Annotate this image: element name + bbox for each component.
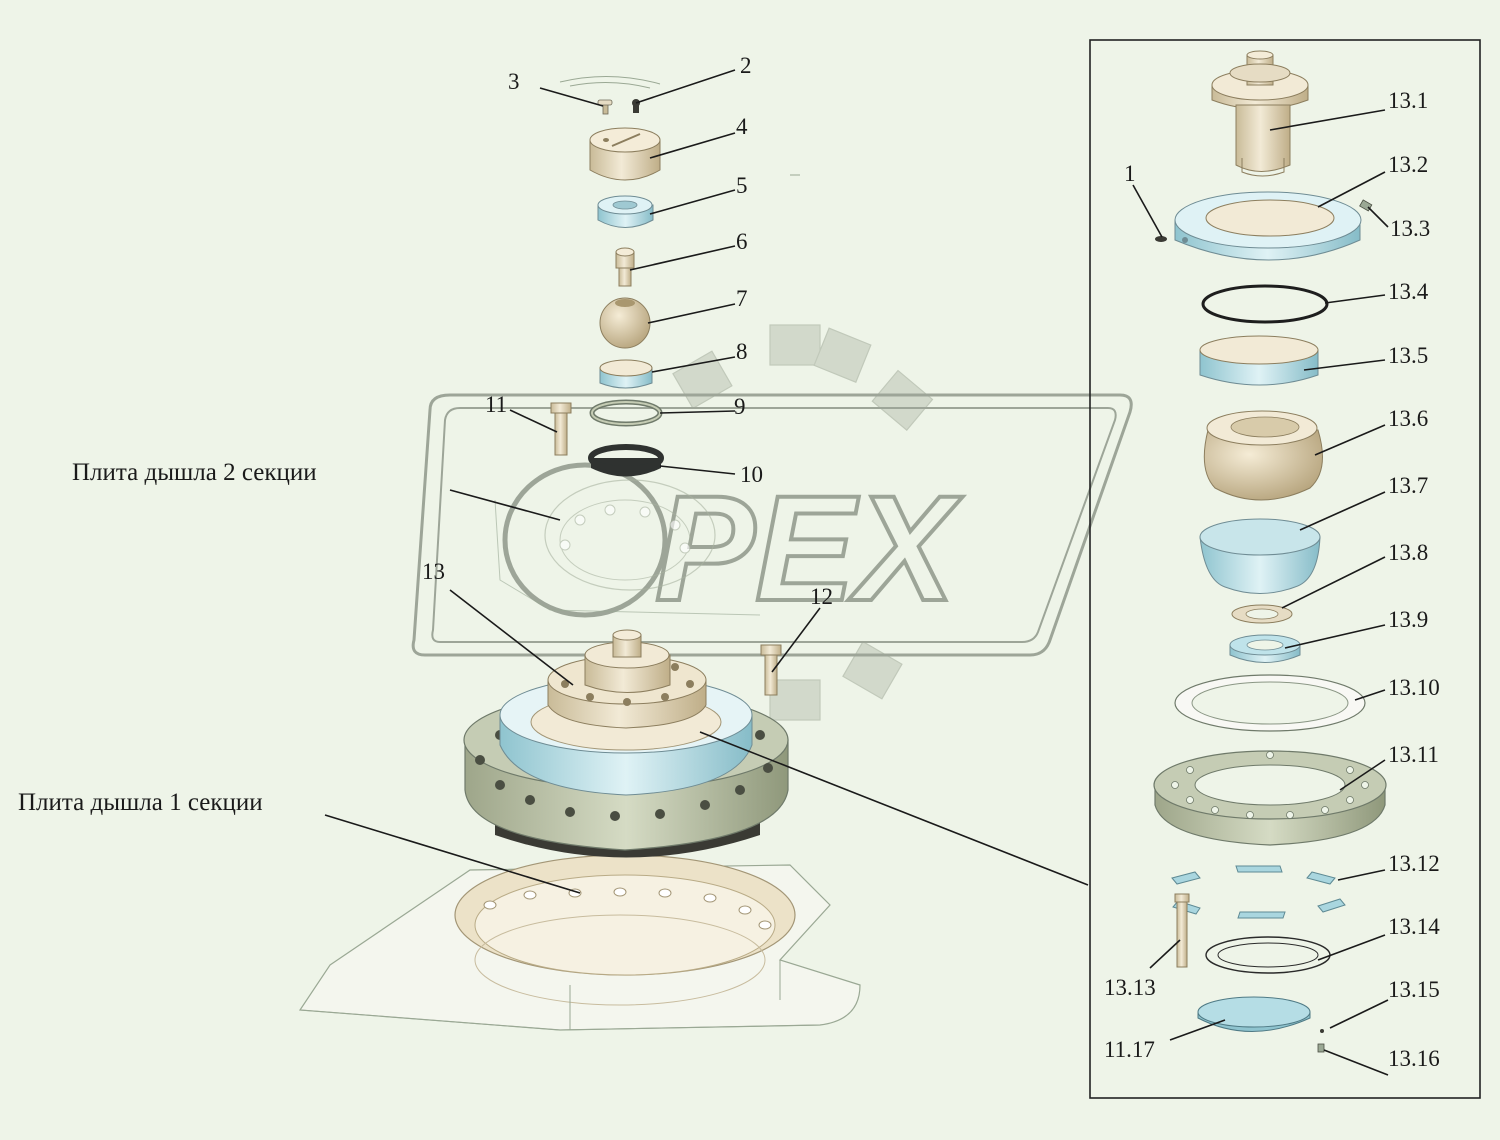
label-13-15: 13.15: [1388, 977, 1440, 1002]
label-13-13: 13.13: [1104, 975, 1156, 1000]
label-13-14: 13.14: [1388, 914, 1440, 939]
label-13-8: 13.8: [1388, 540, 1428, 565]
gear-tooth-icon: [769, 324, 821, 366]
label-11-17: 11.17: [1104, 1037, 1155, 1062]
gear-tooth-icon: [871, 369, 934, 431]
label-13-16: 13.16: [1388, 1046, 1440, 1071]
number-labels: 3 2 4 5 6 7 8 9 11 10 12 13 13.1 13.2 1 …: [422, 53, 1440, 1071]
label-6: 6: [736, 229, 748, 254]
part-13-13-bolt: [1174, 893, 1190, 968]
part-9-ring: [589, 399, 663, 427]
label-12: 12: [810, 584, 833, 609]
watermark-letter-o-icon: [502, 462, 668, 618]
label-13-6: 13.6: [1388, 406, 1428, 431]
leader-lines: [324, 69, 1389, 1076]
label-13-5: 13.5: [1388, 343, 1428, 368]
part-5-bushing: [597, 195, 654, 228]
part-13-14-gasket: [1205, 936, 1331, 974]
label-4: 4: [736, 114, 748, 139]
part-13-11-housing: [1153, 750, 1387, 846]
label-13-11: 13.11: [1388, 742, 1439, 767]
label-9: 9: [734, 394, 746, 419]
plate-section-2: [494, 479, 761, 616]
part-13-8-washer: [1231, 604, 1293, 624]
watermark-frame-outer: [411, 393, 1133, 657]
watermark-frame-inner: [431, 407, 1117, 643]
label-8: 8: [736, 339, 748, 364]
label-5: 5: [736, 173, 748, 198]
label-11: 11: [485, 392, 507, 417]
part-13-5-sleeve: [1199, 335, 1319, 386]
watermark-text: PEX: [655, 464, 963, 632]
label-13-4: 13.4: [1388, 279, 1429, 304]
gear-tooth-icon: [769, 679, 821, 721]
label-3: 3: [508, 69, 520, 94]
caption-plate-section-1: Плита дышла 1 секции: [18, 789, 263, 816]
part-13-9-nut: [1229, 634, 1301, 663]
part-4-cap: [589, 127, 661, 181]
part-13-10-gasket: [1174, 674, 1366, 732]
part-13-15-13-16-fasteners: [1317, 1029, 1325, 1053]
part-10-seal: [588, 444, 664, 477]
part-13-7-cup: [1199, 518, 1321, 594]
label-13: 13: [422, 559, 445, 584]
label-1: 1: [1124, 161, 1136, 186]
label-13-3: 13.3: [1390, 216, 1430, 241]
watermark-logo: PEX: [411, 324, 1133, 721]
part-13-6-ball-liner: [1203, 410, 1323, 501]
label-13-12: 13.12: [1388, 851, 1440, 876]
part-11-bolt: [550, 402, 572, 456]
label-10: 10: [740, 462, 763, 487]
part-1-pin: [1155, 236, 1167, 242]
part-12-bolt: [760, 644, 782, 696]
part-13-12-plates: [1171, 865, 1346, 919]
part-7-ball: [599, 297, 651, 349]
gear-tooth-icon: [842, 640, 903, 700]
part-8-liner: [599, 359, 653, 389]
part-6-bolt: [615, 247, 635, 287]
caption-plate-section-2: Плита дышла 2 секции: [72, 459, 317, 486]
plate-section-1: [298, 854, 861, 1031]
part-2-3-screws: [559, 75, 661, 115]
part-13-4-o-ring: [1201, 284, 1329, 324]
label-13-7: 13.7: [1388, 473, 1428, 498]
label-13-10: 13.10: [1388, 675, 1440, 700]
label-7: 7: [736, 286, 748, 311]
part-13-2-ring-housing: [1174, 191, 1362, 261]
gear-tooth-icon: [813, 327, 872, 383]
housing-assembly: [463, 629, 789, 858]
label-13-9: 13.9: [1388, 607, 1428, 632]
part-13-1-shaft-flange: [1211, 50, 1309, 177]
label-13-2: 13.2: [1388, 152, 1428, 177]
label-2: 2: [740, 53, 752, 78]
detail-box: [1089, 39, 1481, 1099]
label-13-1: 13.1: [1388, 88, 1428, 113]
part-11-17-cover: [1197, 996, 1311, 1032]
